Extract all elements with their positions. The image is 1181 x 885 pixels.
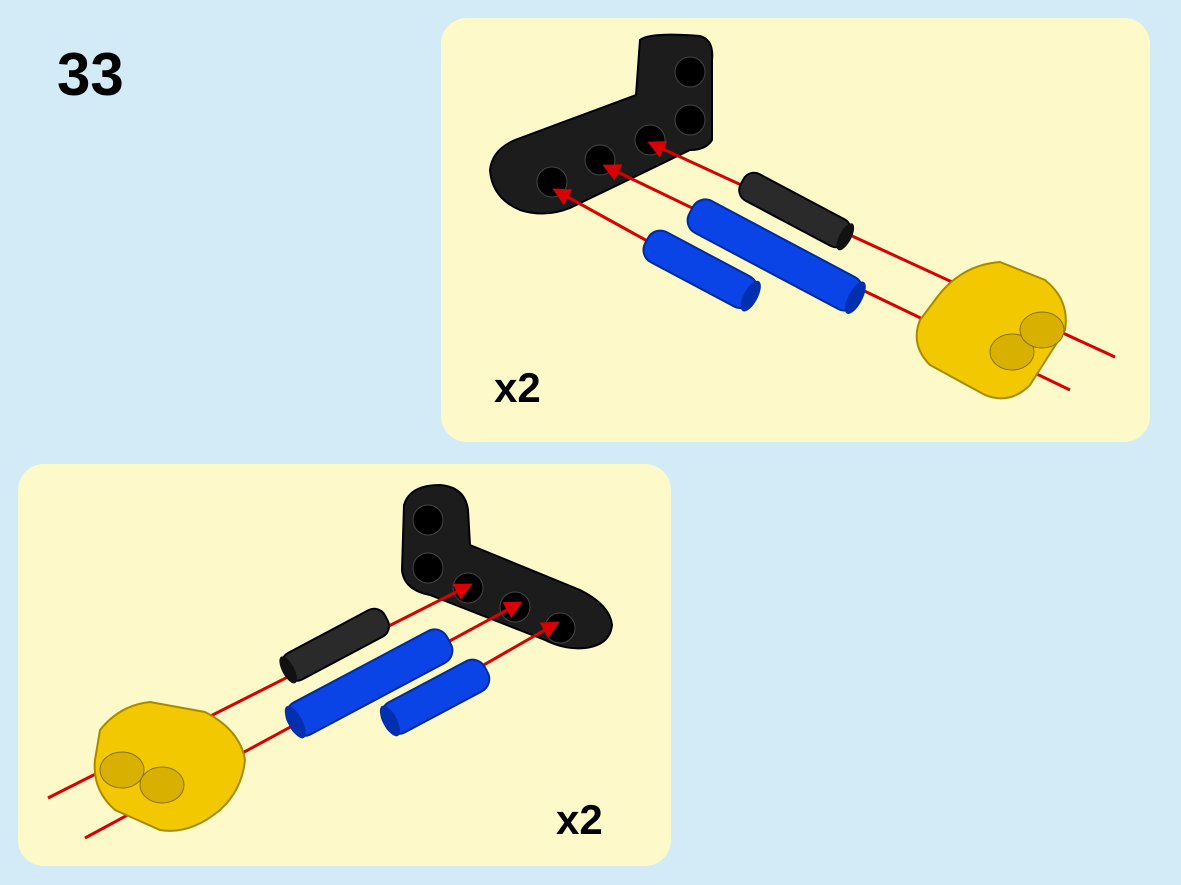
step-number: 33 [57,41,124,108]
yellow-connector-1 [915,260,1067,400]
blue-long-pin-1 [686,198,866,314]
black-pin-1 [738,171,855,251]
quantity-label-2: x2 [556,796,603,843]
l-beam-black-2 [400,483,614,650]
l-beam-black-1 [488,33,714,215]
blue-short-pin-2 [379,658,491,737]
quantity-label-1: x2 [494,364,541,411]
blue-long-pin-2 [284,628,454,739]
blue-short-pin-1 [642,229,761,312]
black-pin-2 [279,607,391,684]
yellow-connector-2 [93,700,247,832]
